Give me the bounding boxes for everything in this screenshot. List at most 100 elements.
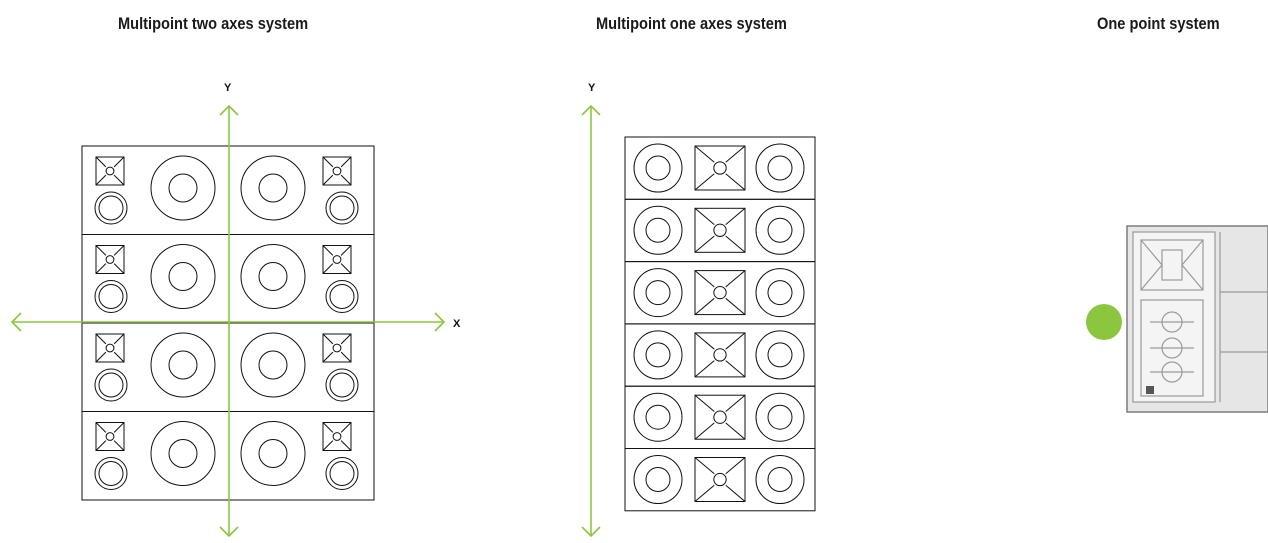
woofer-outer bbox=[755, 268, 805, 318]
woofer-inner bbox=[168, 173, 198, 203]
horn-line bbox=[95, 440, 107, 451]
woofer-outer bbox=[150, 155, 216, 221]
horn-line bbox=[340, 156, 352, 168]
horn-driver bbox=[713, 410, 727, 424]
horn-line bbox=[322, 351, 334, 363]
woofer-outer bbox=[755, 205, 805, 255]
woofer-inner bbox=[767, 342, 793, 368]
woofer-outer bbox=[325, 191, 359, 225]
cabinet-badge bbox=[1146, 386, 1154, 394]
horn-line bbox=[694, 297, 715, 315]
horn-box bbox=[694, 332, 746, 378]
y-axis-label-two-axes: Y bbox=[224, 82, 232, 94]
woofer-inner bbox=[645, 342, 671, 368]
horn-line bbox=[340, 174, 352, 186]
horn-driver bbox=[105, 432, 115, 441]
woofer-outer bbox=[94, 457, 128, 490]
woofer-outer bbox=[150, 332, 216, 398]
axis-arrowhead bbox=[219, 104, 239, 116]
woofer-inner bbox=[258, 173, 288, 203]
axis-arrowhead bbox=[581, 526, 601, 538]
horn-line bbox=[694, 270, 715, 288]
woofer-inner bbox=[258, 439, 288, 468]
woofer-inner bbox=[645, 467, 671, 492]
cabinet-row bbox=[624, 448, 816, 512]
horn-box bbox=[95, 156, 125, 186]
horn-line bbox=[95, 245, 107, 256]
horn-line bbox=[725, 173, 746, 191]
woofer-outer bbox=[325, 457, 359, 490]
horn-driver bbox=[332, 343, 342, 353]
axis-arrowhead bbox=[581, 104, 601, 116]
axis-arrowhead bbox=[434, 312, 446, 332]
horn-line bbox=[95, 263, 107, 274]
horn-line bbox=[95, 156, 107, 168]
horn-driver bbox=[713, 223, 727, 237]
woofer-inner bbox=[98, 461, 124, 486]
woofer-outer bbox=[94, 280, 128, 313]
horn-box bbox=[322, 333, 352, 363]
woofer-inner bbox=[98, 284, 124, 309]
horn-driver bbox=[105, 166, 115, 176]
horn-line bbox=[694, 457, 715, 475]
horn-box bbox=[95, 245, 125, 274]
horn-line bbox=[322, 174, 334, 186]
horn-line bbox=[95, 174, 107, 186]
horn-line bbox=[725, 457, 746, 475]
woofer-outer bbox=[240, 155, 306, 221]
woofer-inner bbox=[767, 217, 793, 243]
woofer-inner bbox=[767, 404, 793, 430]
horn-box bbox=[322, 422, 352, 451]
reference-point-marker bbox=[1086, 304, 1122, 340]
horn-driver bbox=[713, 472, 727, 487]
horn-line bbox=[113, 422, 125, 433]
woofer-outer bbox=[150, 244, 216, 309]
horn-line bbox=[694, 484, 715, 502]
horn-line bbox=[340, 245, 352, 256]
woofer-outer bbox=[633, 455, 683, 504]
horn-box bbox=[322, 156, 352, 186]
woofer-inner bbox=[767, 280, 793, 306]
woofer-inner bbox=[98, 195, 124, 221]
woofer-inner bbox=[168, 262, 198, 291]
horn-line bbox=[725, 394, 746, 412]
horn-line bbox=[694, 145, 715, 163]
horn-line bbox=[725, 207, 746, 225]
horn-line bbox=[95, 351, 107, 363]
woofer-inner bbox=[645, 280, 671, 306]
horn-driver bbox=[332, 255, 342, 264]
horn-box bbox=[322, 245, 352, 274]
woofer-inner bbox=[329, 284, 355, 309]
woofer-inner bbox=[329, 372, 355, 398]
woofer-inner bbox=[329, 195, 355, 221]
horn-box bbox=[1140, 239, 1204, 291]
x-axis-label-two-axes: X bbox=[453, 318, 461, 330]
multipoint-one-axis-diagram bbox=[581, 104, 816, 538]
horn-box bbox=[95, 333, 125, 363]
driver-panel bbox=[1140, 299, 1204, 397]
woofer-inner bbox=[168, 350, 198, 380]
horn-line bbox=[340, 440, 352, 451]
woofer-inner bbox=[168, 439, 198, 468]
horn-line bbox=[694, 207, 715, 225]
woofer-outer bbox=[755, 392, 805, 442]
y-axis-label-one-axis: Y bbox=[588, 82, 596, 94]
horn-box bbox=[694, 145, 746, 191]
horn-line bbox=[725, 484, 746, 502]
woofer-outer bbox=[633, 392, 683, 442]
horn-line bbox=[340, 351, 352, 363]
horn-throat bbox=[1161, 249, 1183, 281]
horn-line bbox=[113, 333, 125, 345]
horn-line bbox=[113, 263, 125, 274]
woofer-inner bbox=[98, 372, 124, 398]
horn-line bbox=[322, 422, 334, 433]
horn-line bbox=[113, 440, 125, 451]
horn-line bbox=[694, 394, 715, 412]
horn-box bbox=[694, 270, 746, 316]
horn-line bbox=[725, 270, 746, 288]
multipoint-two-axes-diagram bbox=[10, 104, 446, 538]
horn-line bbox=[113, 174, 125, 186]
horn-line bbox=[113, 156, 125, 168]
panel-title-two-axes: Multipoint two axes system bbox=[118, 14, 309, 33]
cabinet-front bbox=[1132, 231, 1216, 403]
